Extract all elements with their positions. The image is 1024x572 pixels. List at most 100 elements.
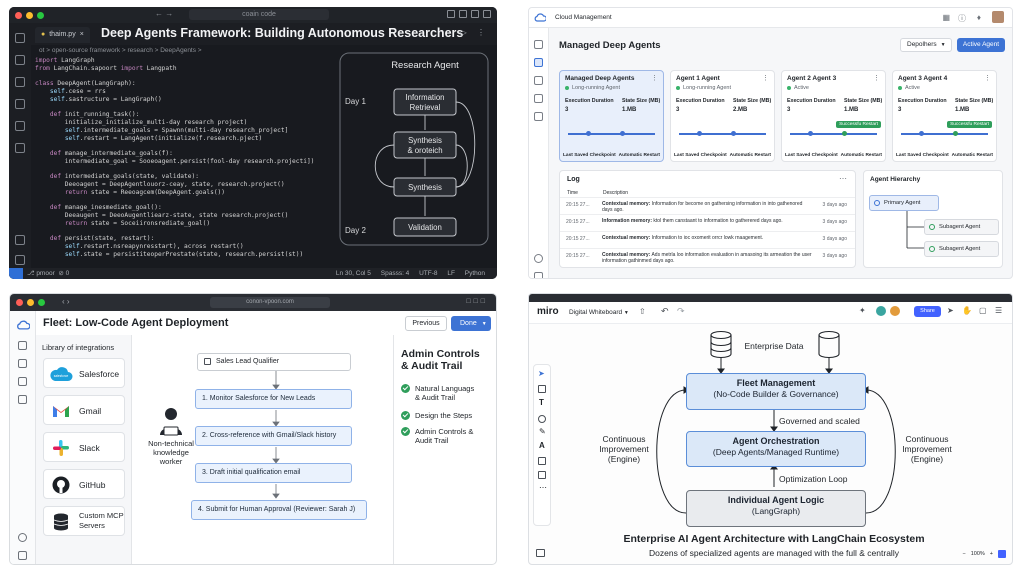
zoom-in-icon[interactable]: + (989, 550, 993, 557)
restart-dot[interactable] (842, 131, 847, 136)
checkpoint-dot[interactable] (697, 131, 702, 136)
home-icon[interactable] (534, 40, 543, 49)
agent-logic-box[interactable]: Individual Agent Logic (LangGraph) (686, 490, 866, 527)
log-row[interactable]: 20:15 27...Contextual memory: Informatio… (560, 197, 855, 214)
pen-tool-icon[interactable]: ✎ (539, 427, 546, 436)
admin-item[interactable]: Natural Languags& Audit Trail (401, 384, 474, 402)
more-icon[interactable]: ⋮ (984, 75, 991, 82)
gear-icon[interactable] (18, 377, 27, 386)
admin-item[interactable]: Admin Controls &Audit Trail (401, 427, 473, 445)
more-icon[interactable]: ⋯ (839, 174, 847, 183)
restart-dot[interactable] (731, 131, 736, 136)
close-icon[interactable] (15, 11, 22, 19)
restart-dot[interactable] (953, 131, 958, 136)
code-line[interactable] (35, 228, 345, 236)
run-split-icons[interactable]: ▷ ⋮ (460, 28, 489, 37)
subagent-node-1[interactable]: Subagent Agent (924, 219, 999, 235)
address-bar[interactable]: conon-vpoon.com (210, 297, 330, 308)
integration-github[interactable]: GitHub (43, 469, 125, 499)
code-line[interactable]: initialize_initialize_multi-day research… (35, 119, 248, 126)
layout-icon[interactable] (447, 10, 455, 18)
undo-icon[interactable]: ↶ (661, 306, 669, 316)
nav-arrows-icon[interactable]: ← → (155, 9, 174, 18)
language-mode[interactable]: Python (464, 270, 485, 277)
export-icon[interactable]: ⇧ (639, 307, 646, 316)
help-circle-icon[interactable] (18, 533, 27, 542)
shape-tool-icon[interactable] (538, 415, 546, 423)
remote-icon[interactable] (9, 268, 23, 279)
code-line[interactable]: Deeoagent = DeepAgentlouorz-ceay, state,… (35, 181, 285, 188)
previous-button[interactable]: Previous (405, 316, 447, 331)
layout-icon[interactable] (471, 10, 479, 18)
code-line[interactable]: self.restart = LangAgent(initialize(f.re… (64, 134, 263, 142)
gear-icon[interactable] (15, 255, 25, 265)
miro-logo[interactable]: miro (537, 306, 559, 317)
fleet-management-box[interactable]: Fleet Management (No-Code Builder & Gove… (686, 373, 866, 410)
agent-orchestration-box[interactable]: Agent Orchestration (Deep Agents/Managed… (686, 431, 866, 467)
code-line[interactable]: class DeepAgent(LangGraph): (35, 80, 136, 88)
zoom-out-icon[interactable]: − (962, 550, 966, 557)
avatar[interactable] (890, 306, 900, 316)
browser-actions-icon[interactable]: □□□ (466, 298, 488, 305)
files-icon[interactable] (15, 33, 25, 43)
settings-icon[interactable] (18, 551, 27, 560)
cursor-icon[interactable]: ➤ (947, 306, 954, 315)
cursor-position[interactable]: Ln 30, Col 5 (335, 270, 371, 277)
database-icon[interactable] (534, 94, 543, 103)
workflow-step[interactable]: 2. Cross-reference with Gmail/Slack hist… (195, 426, 352, 446)
log-row[interactable]: 20:15 27...Information memory: ktol them… (560, 214, 855, 231)
filter-dropdown[interactable]: Depolhers▼ (900, 38, 952, 52)
code-line[interactable] (35, 142, 345, 150)
code-line[interactable] (35, 166, 345, 174)
image-tool-icon[interactable] (538, 457, 546, 465)
code-line[interactable]: return state = Reeoagcem(DeepAgent.goals… (64, 188, 226, 196)
board-name[interactable]: Digital Whiteboard ▼ (564, 306, 634, 319)
dashboard-icon[interactable] (18, 341, 27, 350)
error-count[interactable]: 0 (65, 270, 70, 277)
user-icon[interactable] (18, 395, 27, 404)
maximize-icon[interactable] (38, 299, 45, 306)
layout-icon[interactable] (459, 10, 467, 18)
code-line[interactable]: def manage_intermediate_goals(f): (49, 150, 173, 157)
nav-arrows-icon[interactable]: ‹ › (62, 297, 70, 306)
testing-icon[interactable] (15, 143, 25, 153)
select-tool-icon[interactable]: ➤ (538, 369, 545, 378)
tab-thaim-py[interactable]: ● thaim.py × (35, 27, 90, 43)
run-debug-icon[interactable] (15, 99, 25, 109)
help-icon[interactable]: ⓘ (958, 14, 966, 23)
checkpoint-dot[interactable] (808, 131, 813, 136)
indentation[interactable]: Spasss: 4 (380, 270, 410, 277)
code-line[interactable] (35, 73, 345, 81)
help-icon[interactable] (998, 549, 1006, 558)
code-line[interactable]: self.restart.nsreapynresstart), across r… (64, 243, 244, 250)
network-icon[interactable] (534, 76, 543, 85)
close-tab-icon[interactable]: × (79, 31, 84, 38)
restart-dot[interactable] (620, 131, 625, 136)
agents-icon[interactable] (534, 58, 543, 67)
integration-custom-mcp[interactable]: Custom MCP Servers (43, 506, 125, 536)
redo-icon[interactable]: ↷ (677, 306, 685, 316)
search-icon[interactable] (15, 55, 25, 65)
comment-icon[interactable]: ▢ (979, 306, 987, 315)
code-line[interactable]: self.intermediate_goals = Spawnn(multi-d… (64, 126, 289, 134)
grid-icon[interactable]: ▦ (942, 13, 950, 22)
code-line[interactable]: from LangChain.sapoort import Langpath (35, 64, 177, 72)
breadcrumb[interactable]: ot > open-source framework > research > … (39, 47, 202, 54)
hand-icon[interactable]: ✋ (962, 306, 972, 315)
help-circle-icon[interactable] (534, 254, 543, 263)
code-line[interactable]: import LangGraph (35, 57, 95, 64)
layout-icons[interactable] (447, 10, 491, 18)
more-icon[interactable]: ⋮ (762, 75, 769, 82)
checkpoint-dot[interactable] (586, 131, 591, 136)
font-tool-icon[interactable]: A (539, 441, 545, 450)
active-agent-button[interactable]: Active Agent (957, 38, 1005, 52)
code-line[interactable]: self.sastructure = LangGraph() (49, 95, 162, 103)
share-button[interactable]: Share (914, 306, 941, 317)
workflow-name-card[interactable]: Sales Lead Qualifier (197, 353, 351, 371)
frame-tool-icon[interactable] (538, 385, 546, 393)
integration-gmail[interactable]: Gmail (43, 395, 125, 425)
chart-icon[interactable] (18, 359, 27, 368)
